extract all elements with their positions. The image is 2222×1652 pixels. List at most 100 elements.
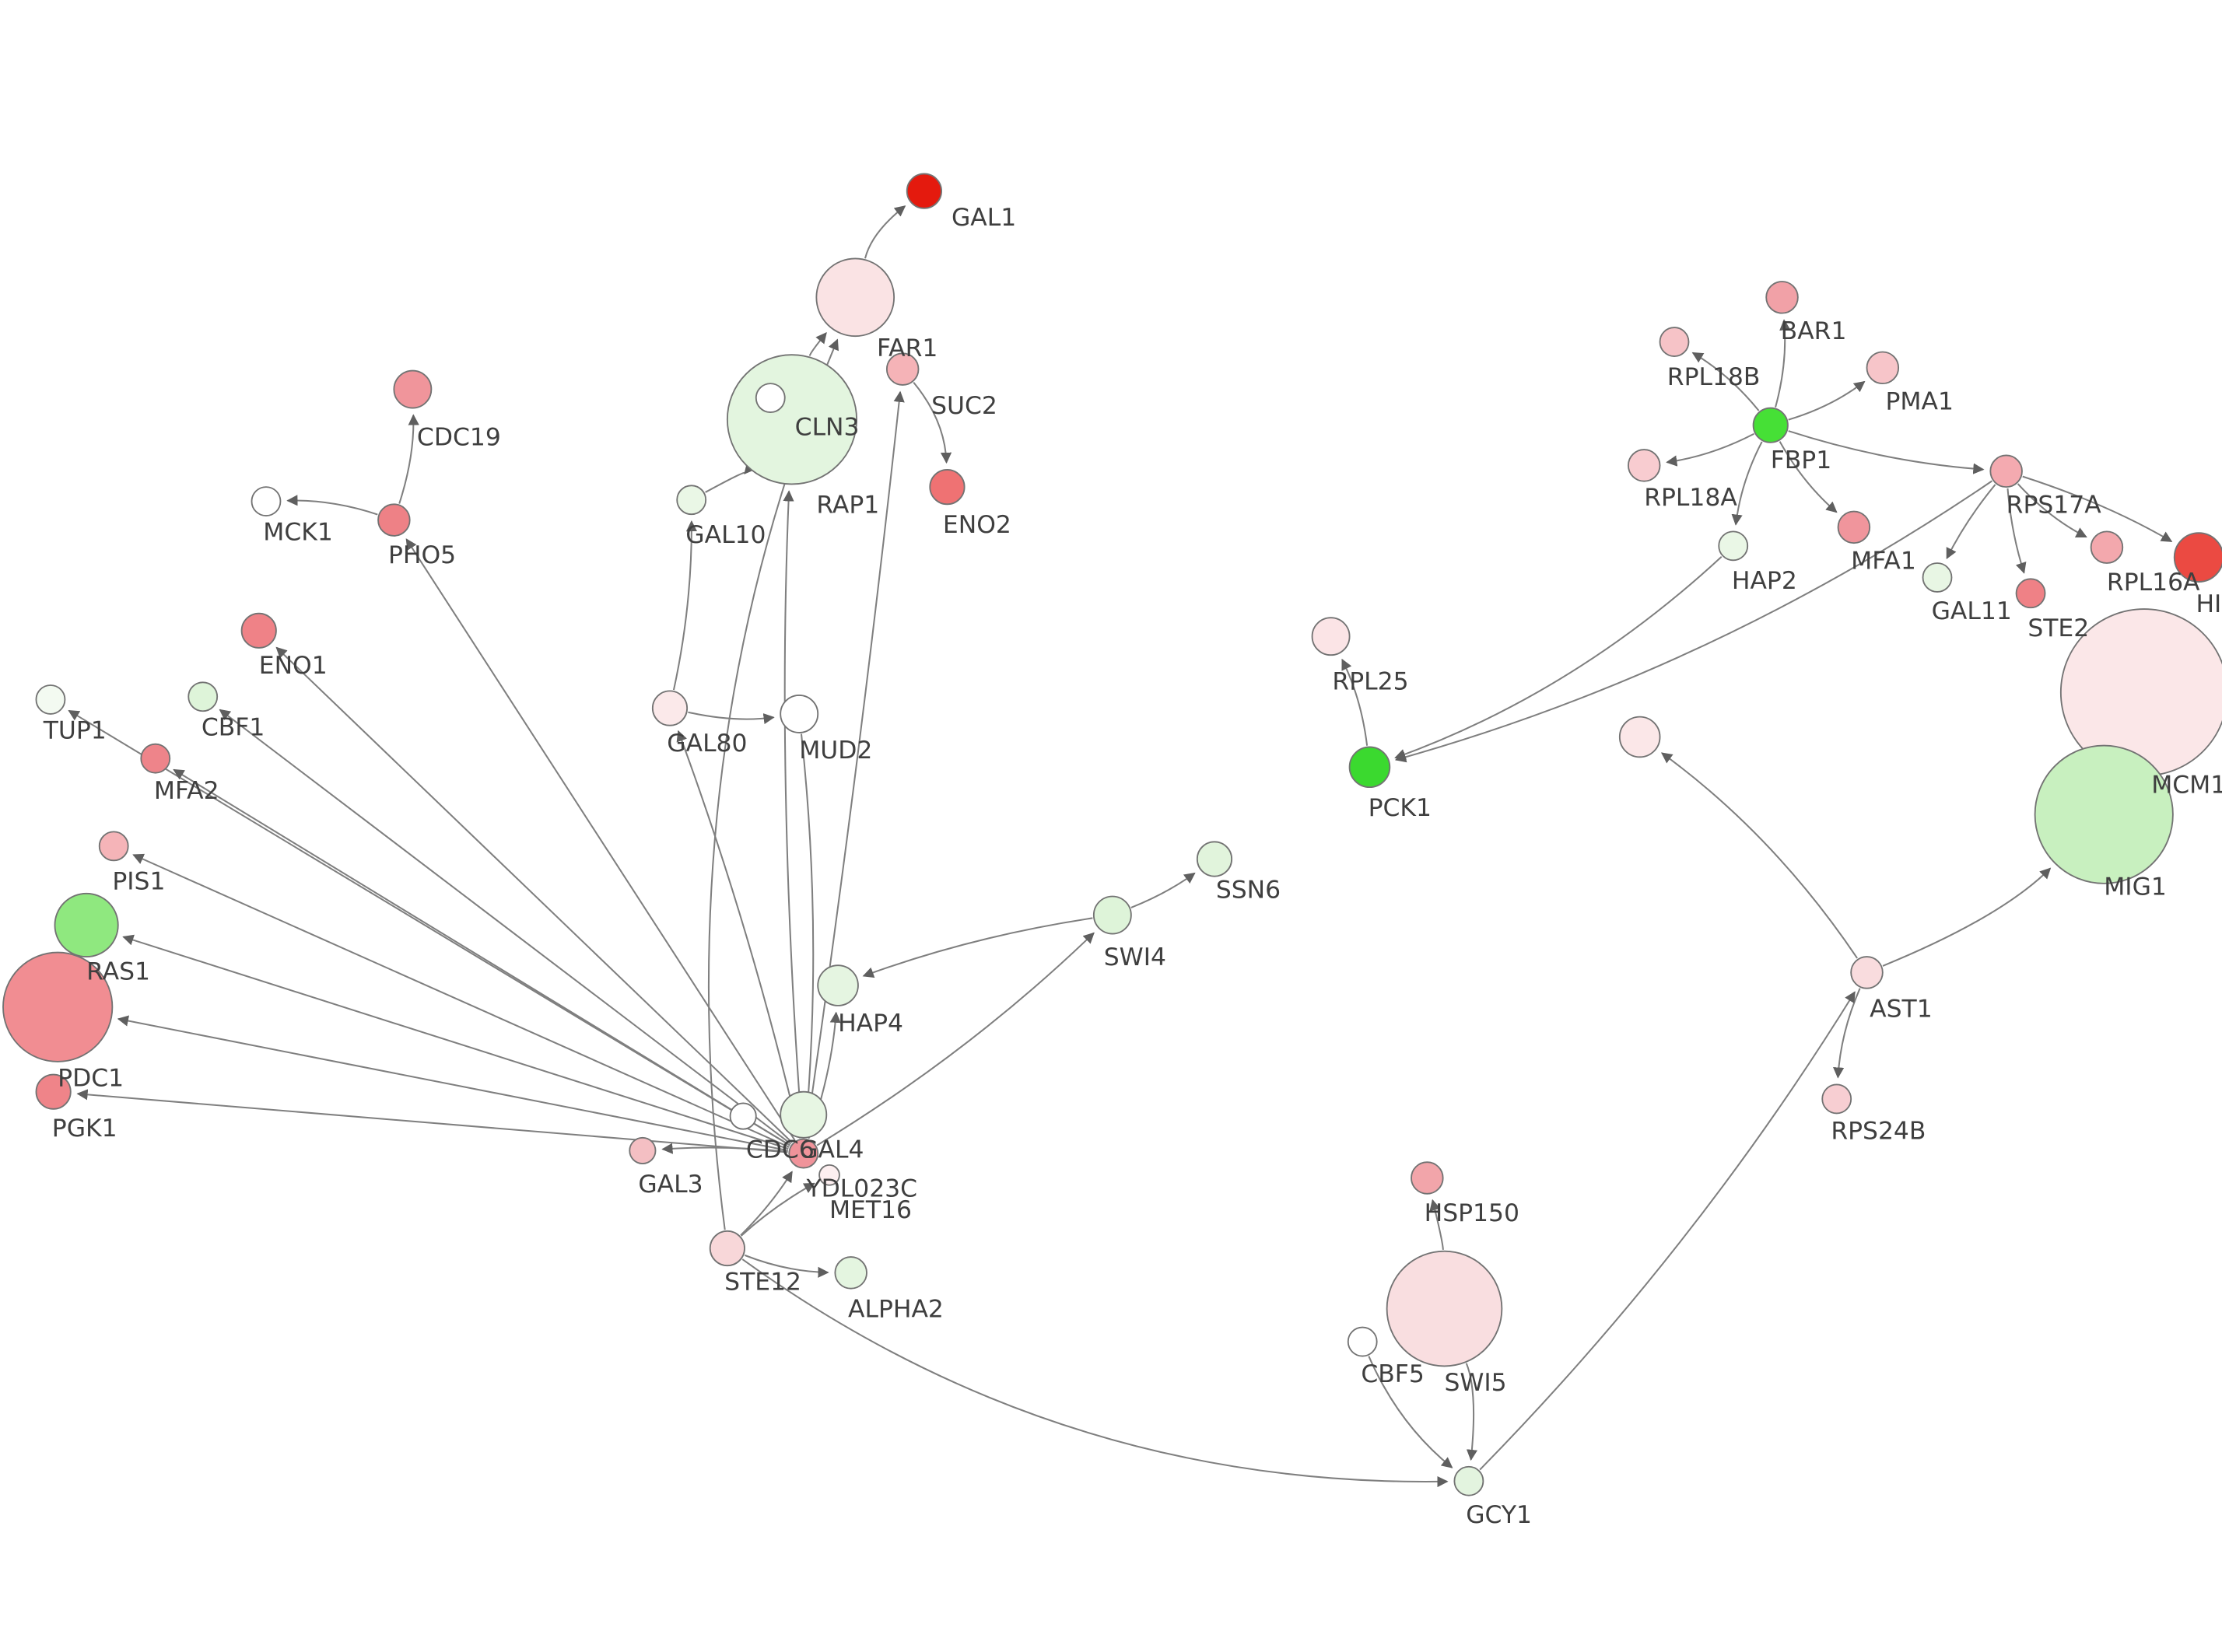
node-rpl18a[interactable] bbox=[1627, 449, 1661, 482]
edge-swi5-hsp150[interactable] bbox=[1429, 1199, 1444, 1250]
edge-fbp1-mfa1[interactable] bbox=[1779, 441, 1838, 513]
edge-far1-gal1[interactable] bbox=[864, 205, 906, 259]
edge-swi4-hap4[interactable] bbox=[862, 917, 1093, 978]
edge-ydl023c-pho5[interactable] bbox=[405, 538, 796, 1141]
edge-ydl023c-eno1[interactable] bbox=[275, 646, 793, 1143]
node-mfa2[interactable] bbox=[140, 743, 171, 774]
edge-ast1-rps24b[interactable] bbox=[1833, 988, 1861, 1079]
edge-rps17a-his4[interactable] bbox=[2022, 475, 2173, 542]
edge-ydl023c-pgk1[interactable] bbox=[76, 1089, 788, 1153]
node-unlabeled[interactable] bbox=[1618, 716, 1661, 758]
node-hap2[interactable] bbox=[1718, 530, 1749, 562]
edge-ydl023c-cln3[interactable] bbox=[783, 490, 804, 1138]
edge-swi5-gcy1[interactable] bbox=[1465, 1363, 1478, 1461]
edge-cbf5-gcy1[interactable] bbox=[1368, 1356, 1453, 1468]
edge-cln3-far1[interactable] bbox=[808, 332, 827, 356]
node-pgk1[interactable] bbox=[35, 1073, 72, 1110]
node-rpl16a[interactable] bbox=[2090, 530, 2124, 564]
node-met16[interactable] bbox=[818, 1164, 840, 1186]
edge-ydl023c-suc2[interactable] bbox=[804, 390, 905, 1139]
node-tup1[interactable] bbox=[35, 684, 66, 715]
edge-ydl023c-gal3[interactable] bbox=[661, 1143, 788, 1154]
edge-ste12-met16[interactable] bbox=[740, 1182, 815, 1237]
edge-pho5-cdc19[interactable] bbox=[398, 414, 419, 504]
edge-gal10-cln3[interactable] bbox=[705, 462, 755, 493]
node-rpl25[interactable] bbox=[1311, 617, 1351, 656]
node-his4[interactable] bbox=[2173, 532, 2222, 583]
node-far1[interactable] bbox=[815, 257, 895, 338]
edge-fbp1-rpl18a[interactable] bbox=[1666, 432, 1754, 467]
edge-gal80-gal10[interactable] bbox=[672, 520, 698, 691]
edge-ydl023c-mfa2[interactable] bbox=[173, 768, 790, 1146]
edge-ast1-mig1[interactable] bbox=[1882, 867, 2052, 967]
node-gcy1[interactable] bbox=[1453, 1465, 1484, 1496]
node-cbf5[interactable] bbox=[1347, 1326, 1378, 1357]
node-pma1[interactable] bbox=[1866, 351, 1900, 385]
edge-fbp1-rpl18b[interactable] bbox=[1691, 352, 1760, 411]
node-mig1[interactable] bbox=[2034, 744, 2174, 884]
node-gal3[interactable] bbox=[629, 1136, 657, 1164]
edge-ste12-gcy1[interactable] bbox=[741, 1258, 1449, 1488]
node-gal80[interactable] bbox=[651, 690, 689, 726]
node-pdc1[interactable] bbox=[2, 951, 114, 1062]
edge-fbp1-pma1[interactable] bbox=[1788, 380, 1866, 421]
edge-ydl023c-gal80[interactable] bbox=[676, 730, 801, 1139]
node-alpha2[interactable] bbox=[834, 1256, 867, 1290]
node-gal10[interactable] bbox=[676, 485, 707, 516]
node-swi4[interactable] bbox=[1092, 895, 1132, 935]
node-ras1[interactable] bbox=[54, 892, 119, 957]
node-ssn6[interactable] bbox=[1196, 841, 1233, 877]
node-pho5[interactable] bbox=[377, 503, 411, 537]
node-mck1[interactable] bbox=[251, 486, 282, 516]
edge-gal80-mud2[interactable] bbox=[688, 711, 775, 725]
node-cdc6[interactable] bbox=[729, 1102, 757, 1130]
node-cln3[interactable] bbox=[726, 354, 858, 485]
edge-pck1-rpl25[interactable] bbox=[1341, 658, 1369, 746]
edge-ste12-ydl023c[interactable] bbox=[740, 1171, 793, 1236]
edge-fbp1-hap2[interactable] bbox=[1731, 441, 1763, 526]
edge-rps17a-gal11[interactable] bbox=[1946, 484, 1996, 560]
edge-ste12-alpha2[interactable] bbox=[744, 1254, 829, 1278]
edge-hap2-pck1[interactable] bbox=[1394, 555, 1723, 760]
edge-rps17a-ste2[interactable] bbox=[2006, 488, 2027, 574]
node-suc2[interactable] bbox=[885, 352, 920, 386]
edge-mud2-ydl023c[interactable] bbox=[800, 733, 815, 1134]
node-bar1[interactable] bbox=[1765, 281, 1799, 314]
node-mfa1[interactable] bbox=[1837, 510, 1871, 544]
edge-ydl023c-ras1[interactable] bbox=[122, 934, 789, 1150]
node-hap4[interactable] bbox=[817, 964, 859, 1006]
node-rps17a[interactable] bbox=[1989, 454, 2023, 488]
node-ste2[interactable] bbox=[2015, 578, 2046, 609]
edge-ydl023c-swi4[interactable] bbox=[816, 932, 1095, 1146]
node-ydl023c[interactable] bbox=[788, 1138, 819, 1169]
edge-pho5-mck1[interactable] bbox=[286, 495, 378, 516]
node-rps24b[interactable] bbox=[1821, 1083, 1852, 1115]
node-fbp1[interactable] bbox=[1752, 407, 1789, 443]
node-eno1[interactable] bbox=[240, 612, 277, 649]
node-rpl18b[interactable] bbox=[1659, 327, 1690, 357]
edge-ydl023c-cbf1[interactable] bbox=[219, 709, 792, 1145]
node-pis1[interactable] bbox=[98, 831, 129, 862]
edge-ydl023c-pis1[interactable] bbox=[132, 853, 790, 1148]
node-pck1[interactable] bbox=[1348, 746, 1391, 789]
node-eno2[interactable] bbox=[929, 469, 966, 506]
edge-swi4-ssn6[interactable] bbox=[1130, 872, 1196, 908]
node-ste12[interactable] bbox=[709, 1230, 745, 1267]
edge-ast1-unlabeled[interactable] bbox=[1660, 752, 1858, 959]
edge-gcy1-ast1[interactable] bbox=[1479, 991, 1856, 1471]
edge-rps17a-rpl16a[interactable] bbox=[2017, 483, 2087, 538]
node-gal1[interactable] bbox=[906, 173, 942, 209]
node-hsp150[interactable] bbox=[1411, 1161, 1444, 1195]
node-cbf1[interactable] bbox=[188, 681, 219, 712]
edge-rps17a-pck1[interactable] bbox=[1394, 480, 1992, 763]
node-ast1[interactable] bbox=[1850, 956, 1884, 989]
node-rap1[interactable] bbox=[755, 383, 786, 413]
edge-fbp1-bar1[interactable] bbox=[1775, 319, 1791, 408]
edge-suc2-eno2[interactable] bbox=[913, 382, 952, 464]
node-swi5[interactable] bbox=[1386, 1250, 1503, 1367]
node-gal4[interactable] bbox=[780, 1090, 828, 1139]
node-mud2[interactable] bbox=[780, 695, 819, 733]
node-cdc19[interactable] bbox=[393, 369, 433, 409]
node-gal11[interactable] bbox=[1922, 562, 1953, 593]
